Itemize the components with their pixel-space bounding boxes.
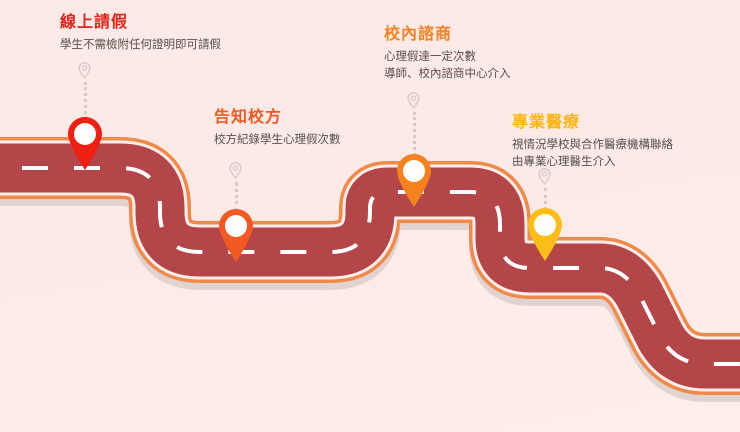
map-pin-outline-icon-3 bbox=[407, 92, 420, 109]
step-4-text-block: 專業醫療 視情況學校與合作醫療機構聯絡 由專業心理醫生介入 bbox=[512, 112, 673, 169]
step-1-text-block: 線上請假 學生不需檢附任何證明即可請假 bbox=[60, 12, 221, 53]
step-4-title: 專業醫療 bbox=[512, 112, 581, 131]
step-4-description-line-1: 視情況學校與合作醫療機構聯絡 bbox=[512, 137, 673, 151]
step-2-title: 告知校方 bbox=[214, 107, 283, 126]
dotted-connector-4 bbox=[544, 188, 550, 210]
step-3-description: 心理假達一定次數 導師、校內諮商中心介入 bbox=[384, 48, 511, 81]
map-pin-outline-icon-4 bbox=[538, 168, 551, 185]
map-pin-outline-icon-1 bbox=[78, 62, 91, 79]
step-3-description-line-1: 心理假達一定次數 bbox=[384, 49, 476, 63]
dotted-connector-3 bbox=[413, 112, 419, 156]
step-3-text-block: 校內諮商 心理假達一定次數 導師、校內諮商中心介入 bbox=[384, 24, 511, 81]
map-pin-step-4[interactable] bbox=[523, 204, 567, 262]
step-2-description: 校方紀錄學生心理假次數 bbox=[214, 131, 341, 148]
map-pin-step-3[interactable] bbox=[392, 150, 436, 208]
step-1-title: 線上請假 bbox=[60, 12, 129, 31]
step-2-description-line-1: 校方紀錄學生心理假次數 bbox=[214, 132, 341, 146]
map-pin-step-2[interactable] bbox=[214, 205, 258, 263]
step-3-title: 校內諮商 bbox=[384, 24, 453, 43]
step-4-description-line-2: 由專業心理醫生介入 bbox=[512, 153, 616, 168]
step-2-text-block: 告知校方 校方紀錄學生心理假次數 bbox=[214, 107, 341, 148]
step-1-description-line-1: 學生不需檢附任何證明即可請假 bbox=[60, 37, 221, 51]
map-pin-outline-icon-2 bbox=[229, 162, 242, 179]
map-pin-step-1[interactable] bbox=[63, 113, 107, 171]
step-1-description: 學生不需檢附任何證明即可請假 bbox=[60, 36, 221, 53]
step-4-description: 視情況學校與合作醫療機構聯絡 由專業心理醫生介入 bbox=[512, 136, 673, 169]
dotted-connector-2 bbox=[235, 182, 241, 212]
dotted-connector-1 bbox=[84, 82, 90, 120]
step-3-description-line-2: 導師、校內諮商中心介入 bbox=[384, 65, 511, 80]
